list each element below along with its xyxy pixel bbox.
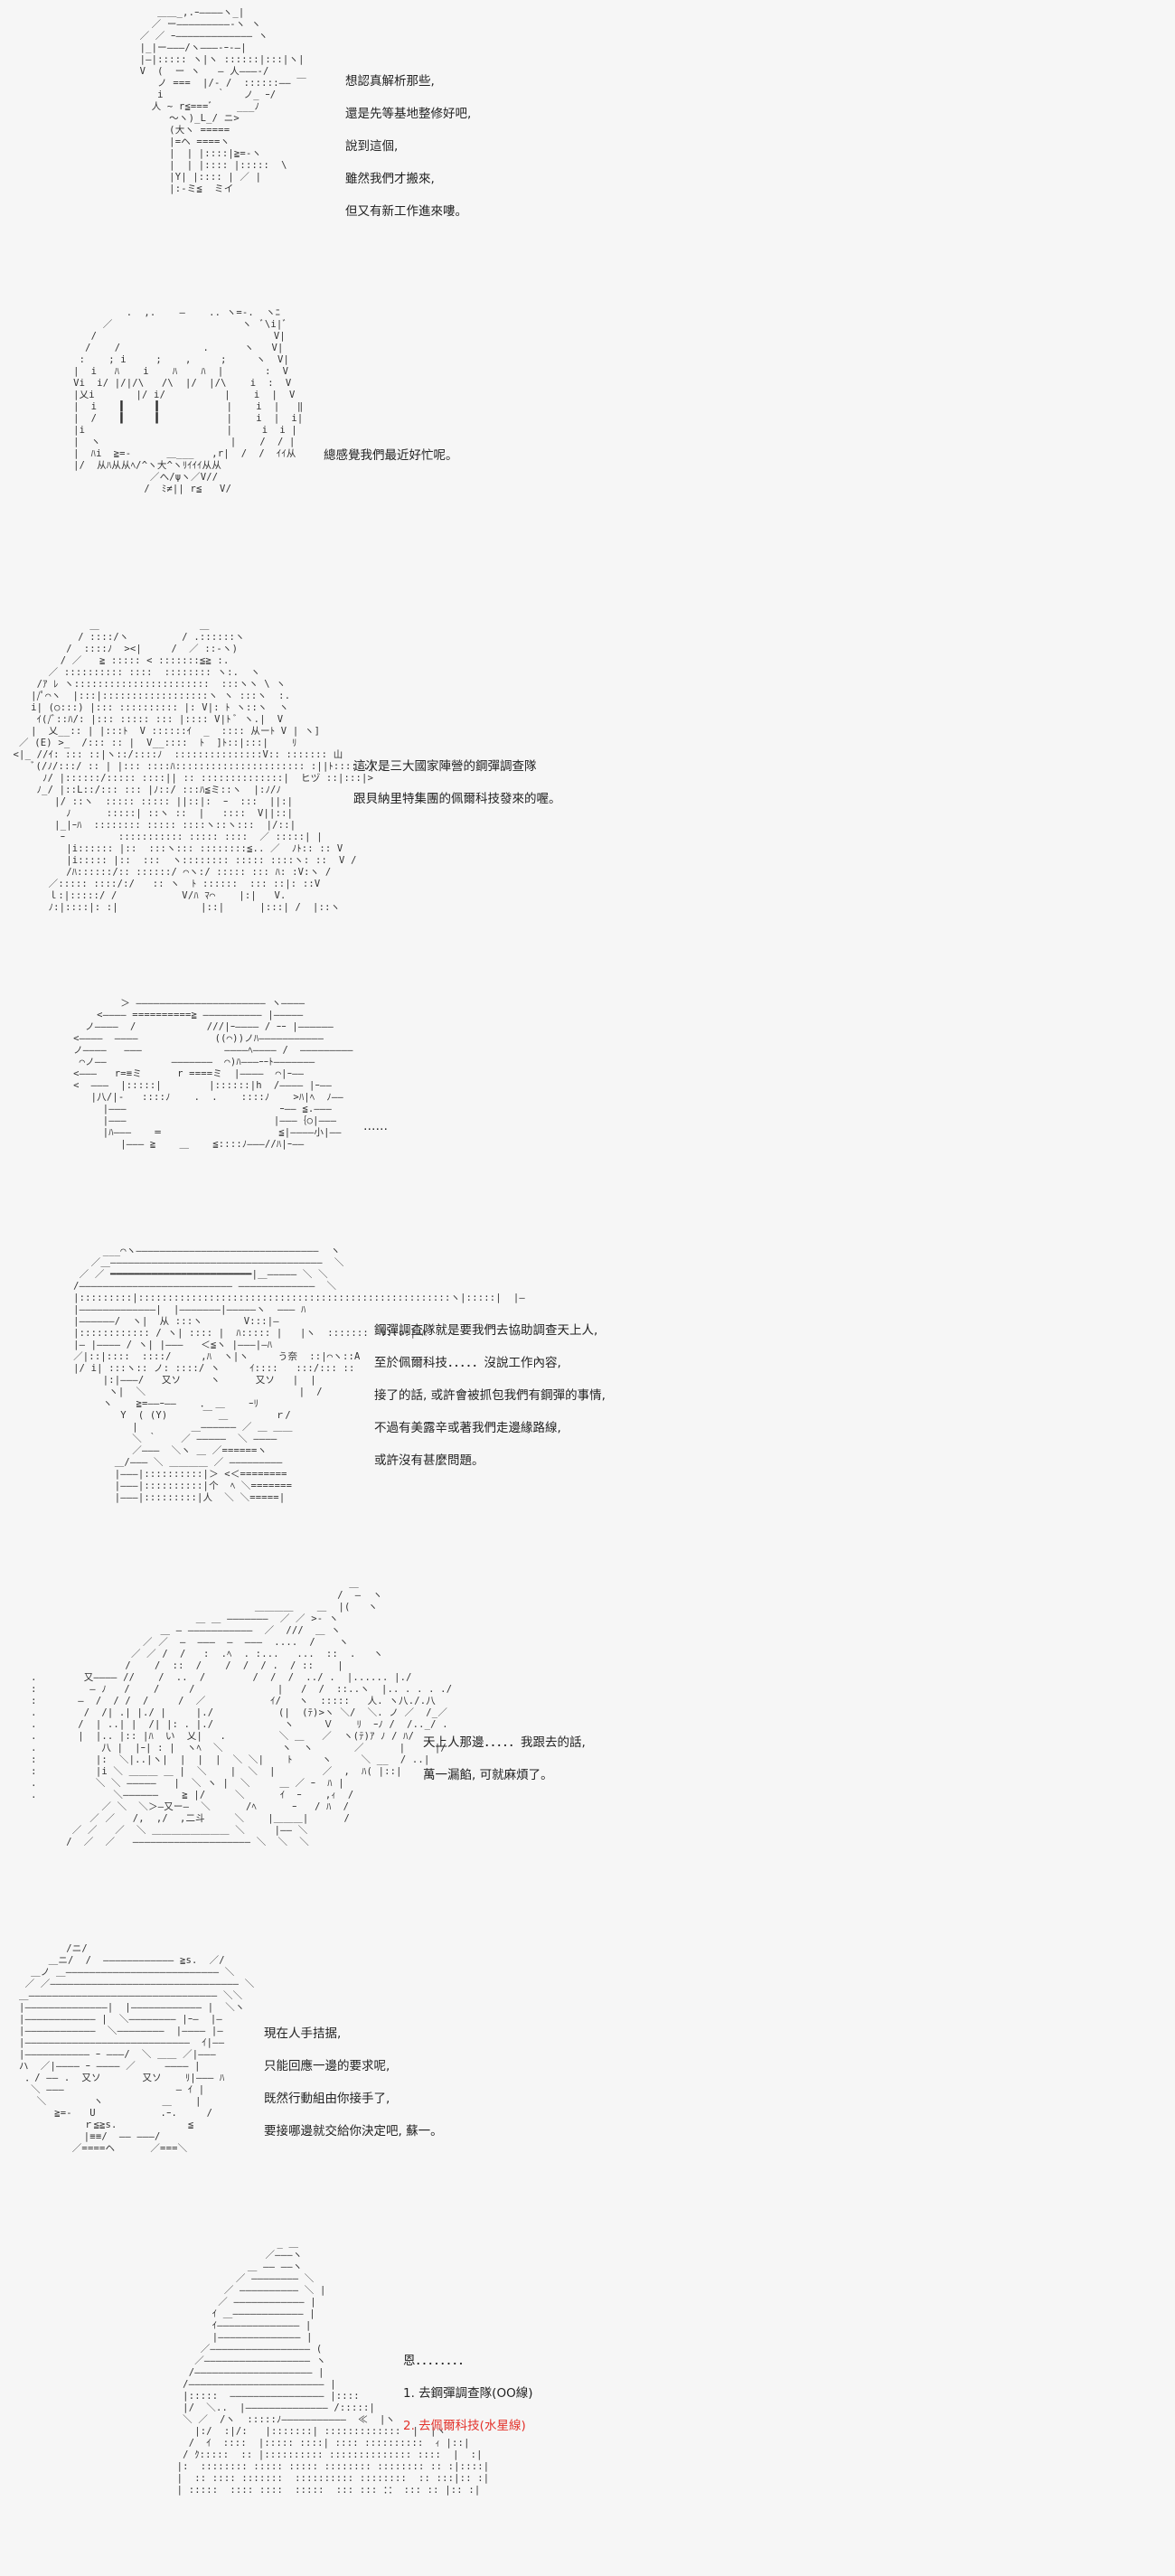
dialogue-line: 萬一漏餡, 可就麻煩了。 [423,1768,553,1782]
ascii-art-character: ＿ ＿ / ::::/ヽ / .::::::ヽ / ::::ﾉ ><| / ／ … [13,620,375,913]
dialogue-8: 恩．．．．．．．． 1. 去鋼彈調查隊(OO線) 2. 去佩爾科技(水星線) [403,2345,532,2442]
ascii-art-character: /ニ/ ＿ニ/ / ―――――――――――― ≧s. ／/ ＿ノ ＿――――――… [19,1943,255,2154]
dialogue-line: 說到這個, [345,139,399,154]
dialogue-line: 只能回應一邊的要求呢, [264,2059,390,2073]
ascii-art-character: _ ＿ ／―――ヽ ＿ ―― ――ヽ ／ ―――――――― ＼ ／ ――――――… [176,2238,490,2496]
dialogue-line: 還是先等基地整修好吧, [345,107,472,121]
choice-option-2[interactable]: 2. 去佩爾科技(水星線) [403,2419,526,2433]
dialogue-line: 天上人那邊．．．．．我跟去的話, [423,1735,586,1750]
dialogue-6: 天上人那邊．．．．．我跟去的話, 萬一漏餡, 可就麻煩了。 [423,1726,586,1791]
dialogue-line: 現在人手拮据, [264,2026,342,2041]
dialogue-4: …… [363,1110,388,1142]
dialogue-line: 總感覺我們最近好忙呢。 [324,448,458,463]
dialogue-line: 至於佩爾科技．．．．．沒說工作內容, [374,1356,561,1370]
dialogue-line: …… [363,1119,388,1133]
dialogue-line: 接了的話, 或許會被抓包我們有鋼彈的事情, [374,1388,606,1403]
dialogue-line: 既然行動組由你接手了, [264,2092,390,2106]
dialogue-line: 但又有新工作進來嘍。 [345,204,467,219]
dialogue-line: 這次是三大國家陣營的鋼彈調查隊 [353,759,537,774]
choice-option-1[interactable]: 1. 去鋼彈調查隊(OO線) [403,2386,533,2401]
dialogue-line: 要接哪邊就交給你決定吧, 蘇一。 [264,2124,443,2139]
ascii-art-character: ＞ ―――――――――――――――――――――― ヽ―――― <―――― ===… [73,998,353,1150]
dialogue-3: 這次是三大國家陣營的鋼彈調查隊 跟貝納里特集團的佩爾科技發來的喔。 [353,750,561,815]
ascii-art-character: . ,. ― .. ヽ=-. ヽﾆ ／ ヽ ﾞ\i|ﾞ / V| / / . ヽ… [73,307,304,494]
dialogue-line: 雖然我們才搬來, [345,172,435,186]
ascii-art-character: ＿＿_,.ｰ――――ヽ_| ／ ー―――――――――-ヽ ヽ ／ ／ ｰ――――… [139,7,307,194]
dialogue-line: 不過有美露辛或著我們走邊緣路線, [374,1421,561,1435]
dialogue-5: 鋼彈調查隊就是要我們去協助調查天上人, 至於佩爾科技．．．．．沒說工作內容, 接… [374,1314,606,1477]
ascii-art-character: ___⌒ヽ――――――――――――――――――――――――――――――― ヽ ／… [73,1246,525,1503]
dialogue-1: 想認真解析那些, 還是先等基地整修好吧, 說到這個, 雖然我們才搬來, 但又有新… [345,65,471,228]
dialogue-7: 現在人手拮据, 只能回應一邊的要求呢, 既然行動組由你接手了, 要接哪邊就交給你… [264,2017,443,2148]
dialogue-line: 鋼彈調查隊就是要我們去協助調查天上人, [374,1323,598,1338]
ascii-art-character: ＿ / ― ヽ ＿＿＿＿ ＿ |( ヽ ＿ ＿ ――――――― ／ ／ >- ヽ [31,1578,453,1847]
dialogue-line: 想認真解析那些, [345,74,435,89]
dialogue-line: 跟貝納里特集團的佩爾科技發來的喔。 [353,792,561,806]
dialogue-line: 或許沒有甚麼問題。 [374,1453,484,1468]
dialogue-2: 總感覺我們最近好忙呢。 [324,439,458,472]
dialogue-line: 恩．．．．．．．． [403,2354,471,2368]
